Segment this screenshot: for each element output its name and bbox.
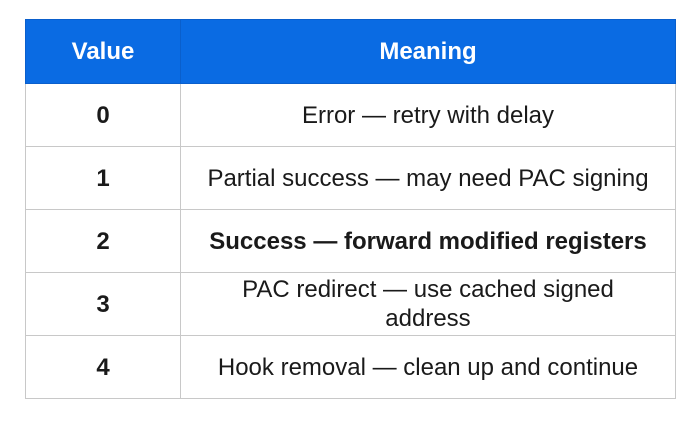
- value-cell: 4: [25, 335, 181, 399]
- table-body: 0 Error — retry with delay 1 Partial suc…: [25, 83, 676, 399]
- value-cell: 3: [25, 272, 181, 336]
- table-header: Value Meaning: [25, 19, 676, 84]
- table-row: 4 Hook removal — clean up and continue: [25, 335, 676, 399]
- table-row: 1 Partial success — may need PAC signing: [25, 146, 676, 210]
- table-row: 0 Error — retry with delay: [25, 83, 676, 147]
- meaning-cell: Partial success — may need PAC signing: [180, 146, 676, 210]
- value-cell: 2: [25, 209, 181, 273]
- header-row: Value Meaning: [25, 19, 676, 84]
- return-values-table: Value Meaning 0 Error — retry with delay…: [25, 19, 676, 399]
- table-row: 2 Success — forward modified registers: [25, 209, 676, 273]
- meaning-cell: PAC redirect — use cached signed address: [180, 272, 676, 336]
- value-cell: 0: [25, 83, 181, 147]
- table-row: 3 PAC redirect — use cached signed addre…: [25, 272, 676, 336]
- column-header-meaning: Meaning: [180, 19, 676, 84]
- meaning-cell: Hook removal — clean up and continue: [180, 335, 676, 399]
- meaning-cell: Error — retry with delay: [180, 83, 676, 147]
- value-cell: 1: [25, 146, 181, 210]
- column-header-value: Value: [25, 19, 181, 84]
- return-values-table-container: Value Meaning 0 Error — retry with delay…: [25, 19, 676, 399]
- meaning-cell-emphasized: Success — forward modified registers: [180, 209, 676, 273]
